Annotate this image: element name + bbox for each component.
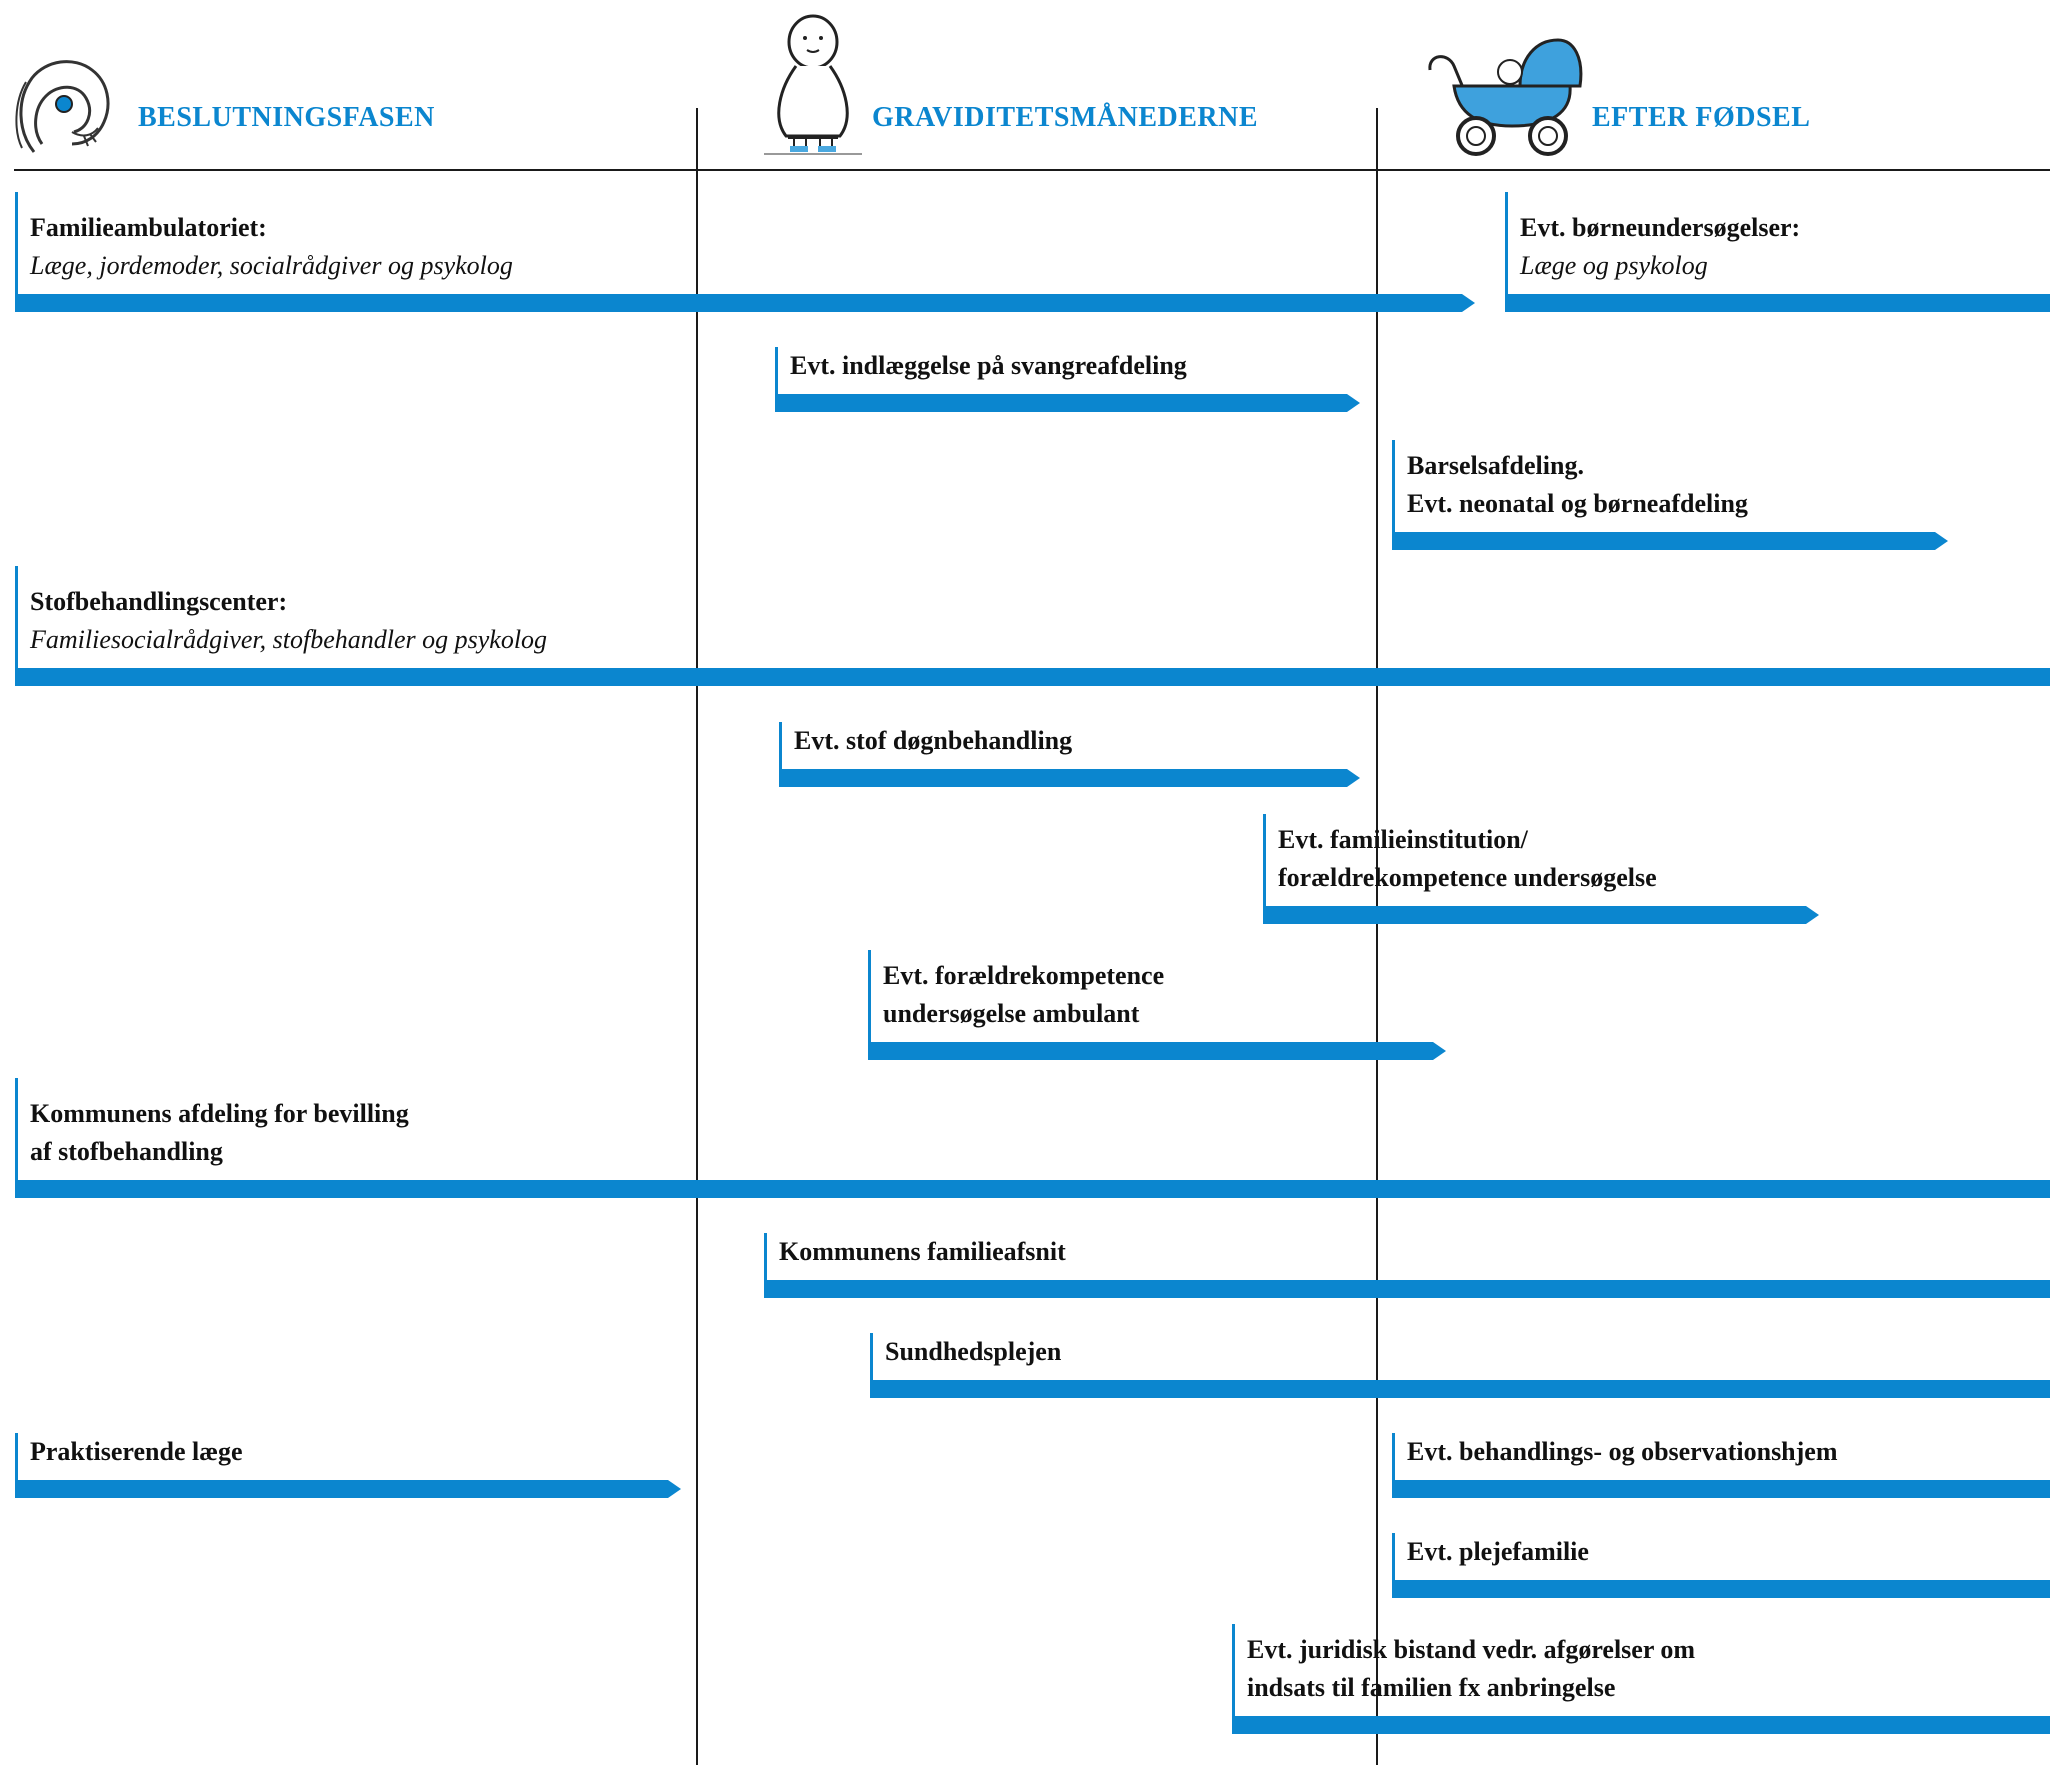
track-subtitle: forældrekompetence undersøgelse bbox=[1278, 863, 1657, 892]
track-title: Sundhedsplejen bbox=[885, 1337, 1062, 1366]
track-borneundersogelser: Evt. børneundersøgelser: Læge og psykolog bbox=[1505, 192, 2050, 312]
track-behandlingshjem: Evt. behandlings- og observationshjem bbox=[1392, 1378, 2050, 1498]
track-sundhedsplejen: Sundhedsplejen bbox=[870, 1278, 2050, 1398]
track-subtitle: Læge og psykolog bbox=[1520, 251, 1708, 280]
track-start-tick bbox=[764, 1233, 767, 1298]
track-subtitle: Læge, jordemoder, socialrådgiver og psyk… bbox=[30, 251, 513, 280]
phase-divider-2 bbox=[1376, 108, 1378, 1765]
track-title: Kommunens afdeling for bevilling bbox=[30, 1099, 409, 1128]
track-title: Evt. indlæggelse på svangreafdeling bbox=[790, 351, 1187, 380]
embryo-icon bbox=[15, 60, 110, 153]
track-foraeldrekompetence-ambulant: Evt. forældrekompetence undersøgelse ambu… bbox=[868, 940, 1446, 1060]
track-bar bbox=[775, 394, 1360, 412]
track-title: Evt. behandlings- og observationshjem bbox=[1407, 1437, 1838, 1466]
track-start-tick bbox=[779, 722, 782, 787]
track-start-tick bbox=[15, 566, 18, 686]
phase-label-efter-fodsel: EFTER FØDSEL bbox=[1592, 102, 1811, 133]
track-start-tick bbox=[15, 1433, 18, 1498]
track-familieambulatoriet: Familieambulatoriet: Læge, jordemoder, so… bbox=[15, 192, 1475, 312]
track-start-tick bbox=[870, 1333, 873, 1398]
track-bar bbox=[764, 1280, 2050, 1298]
phase-divider-1 bbox=[696, 108, 698, 1765]
track-kommunens-familieafsnit: Kommunens familieafsnit bbox=[764, 1178, 2050, 1298]
track-title: Kommunens familieafsnit bbox=[779, 1237, 1066, 1266]
track-start-tick bbox=[15, 1078, 18, 1198]
track-title: Evt. stof døgnbehandling bbox=[794, 726, 1073, 755]
track-subtitle: Evt. neonatal og børneafdeling bbox=[1407, 489, 1748, 518]
track-title: Familieambulatoriet: bbox=[30, 213, 267, 242]
track-title: Evt. familieinstitution/ bbox=[1278, 825, 1528, 854]
track-start-tick bbox=[1392, 440, 1395, 550]
track-subtitle: af stofbehandling bbox=[30, 1137, 223, 1166]
track-bar bbox=[1263, 906, 1819, 924]
phase-label-graviditetsmaanederne: GRAVIDITETSMÅNEDERNE bbox=[872, 102, 1259, 133]
track-plejefamilie: Evt. plejefamilie bbox=[1392, 1478, 2050, 1598]
track-start-tick bbox=[1392, 1433, 1395, 1498]
track-bar bbox=[15, 294, 1475, 312]
track-kommunens-bevilling: Kommunens afdeling for bevilling af stofb… bbox=[15, 1078, 2050, 1198]
track-svangreafdeling: Evt. indlæggelse på svangreafdeling bbox=[775, 292, 1360, 412]
track-title: Barselsafdeling. bbox=[1407, 451, 1584, 480]
track-subtitle: Familiesocialrådgiver, stofbehandler og … bbox=[30, 625, 548, 654]
track-praktiserende-laege: Praktiserende læge bbox=[15, 1378, 681, 1498]
track-title: Praktiserende læge bbox=[30, 1437, 243, 1466]
track-bar bbox=[15, 668, 2050, 686]
pregnant-figure-icon bbox=[764, 14, 862, 155]
track-bar bbox=[1392, 1580, 2050, 1598]
track-title: Evt. plejefamilie bbox=[1407, 1537, 1589, 1566]
track-bar bbox=[1505, 294, 2050, 312]
track-stof-dognbehandling: Evt. stof døgnbehandling bbox=[779, 667, 1360, 787]
track-start-tick bbox=[775, 347, 778, 412]
track-bar bbox=[779, 769, 1360, 787]
track-start-tick bbox=[15, 192, 18, 312]
track-title: Evt. juridisk bistand vedr. afgørelser o… bbox=[1247, 1635, 1696, 1664]
track-bar bbox=[868, 1042, 1446, 1060]
track-juridisk-bistand: Evt. juridisk bistand vedr. afgørelser o… bbox=[1232, 1614, 2050, 1734]
track-start-tick bbox=[1392, 1533, 1395, 1598]
track-subtitle: undersøgelse ambulant bbox=[883, 999, 1140, 1028]
track-stofbehandlingscenter: Stofbehandlingscenter: Familiesocialrådgi… bbox=[15, 566, 2050, 686]
track-bar bbox=[1232, 1716, 2050, 1734]
header-divider bbox=[14, 169, 2050, 171]
track-start-tick bbox=[1263, 814, 1266, 924]
track-barselsafdeling: Barselsafdeling. Evt. neonatal og børneaf… bbox=[1392, 430, 1948, 550]
track-subtitle: indsats til familien fx anbringelse bbox=[1247, 1673, 1616, 1702]
track-bar bbox=[1392, 1480, 2050, 1498]
track-familieinstitution: Evt. familieinstitution/forældrekompeten… bbox=[1263, 804, 1819, 924]
track-title: Stofbehandlingscenter: bbox=[30, 587, 288, 616]
track-bar bbox=[15, 1480, 681, 1498]
track-title: Evt. børneundersøgelser: bbox=[1520, 213, 1801, 242]
baby-carriage-icon bbox=[1428, 38, 1583, 156]
track-start-tick bbox=[1505, 192, 1508, 312]
track-start-tick bbox=[1232, 1624, 1235, 1734]
track-bar bbox=[1392, 532, 1948, 550]
track-bar bbox=[870, 1380, 2050, 1398]
track-title: Evt. forældrekompetence bbox=[883, 961, 1165, 990]
track-bar bbox=[15, 1180, 2050, 1198]
phase-label-beslutningsfasen: BESLUTNINGSFASEN bbox=[138, 102, 435, 133]
track-start-tick bbox=[868, 950, 871, 1060]
